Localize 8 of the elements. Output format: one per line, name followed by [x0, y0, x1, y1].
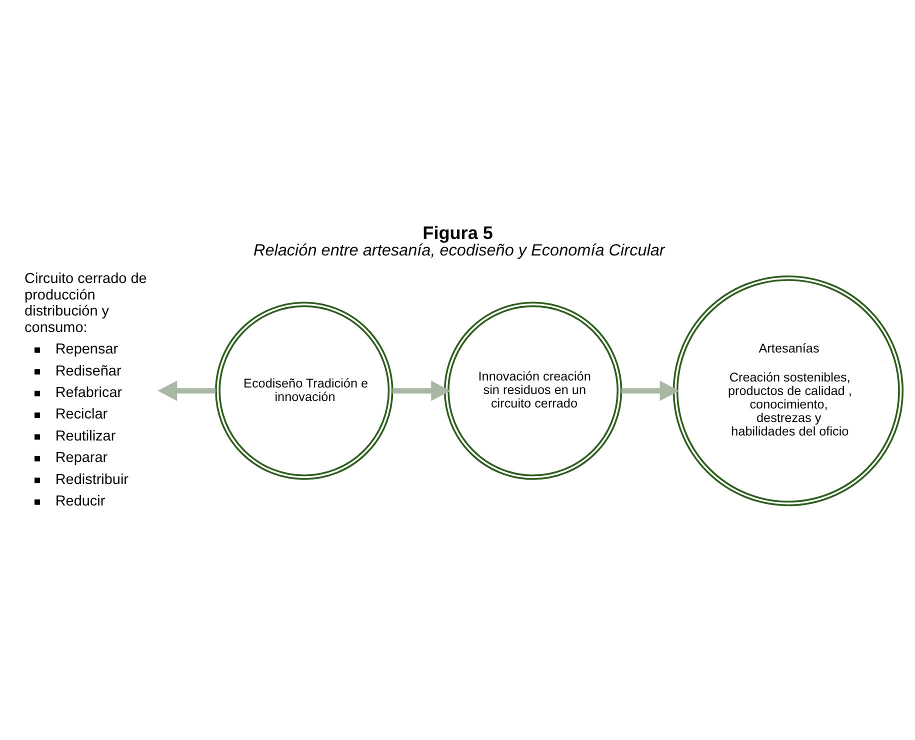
node-text: Circuito cerrado de producción distribución y consumo: Repensar Rediseñar Refabricar Reciclar Reutilizar Reparar Redistribuir Reducir — [24, 270, 147, 510]
node-circle: Artesanías Creación sostenibles, productos de calidad , conocimiento, destrezas y habilidades del oficio — [672, 275, 904, 506]
node-circle: Innovación creación sin residuos en un circuito cerrado — [444, 302, 622, 480]
node-circle: Ecodiseño Tradición e innovación — [215, 302, 394, 480]
arrow — [622, 380, 680, 401]
arrow — [158, 380, 216, 401]
diagram-title: Figura 5 — [422, 222, 493, 243]
arrow — [392, 380, 451, 401]
